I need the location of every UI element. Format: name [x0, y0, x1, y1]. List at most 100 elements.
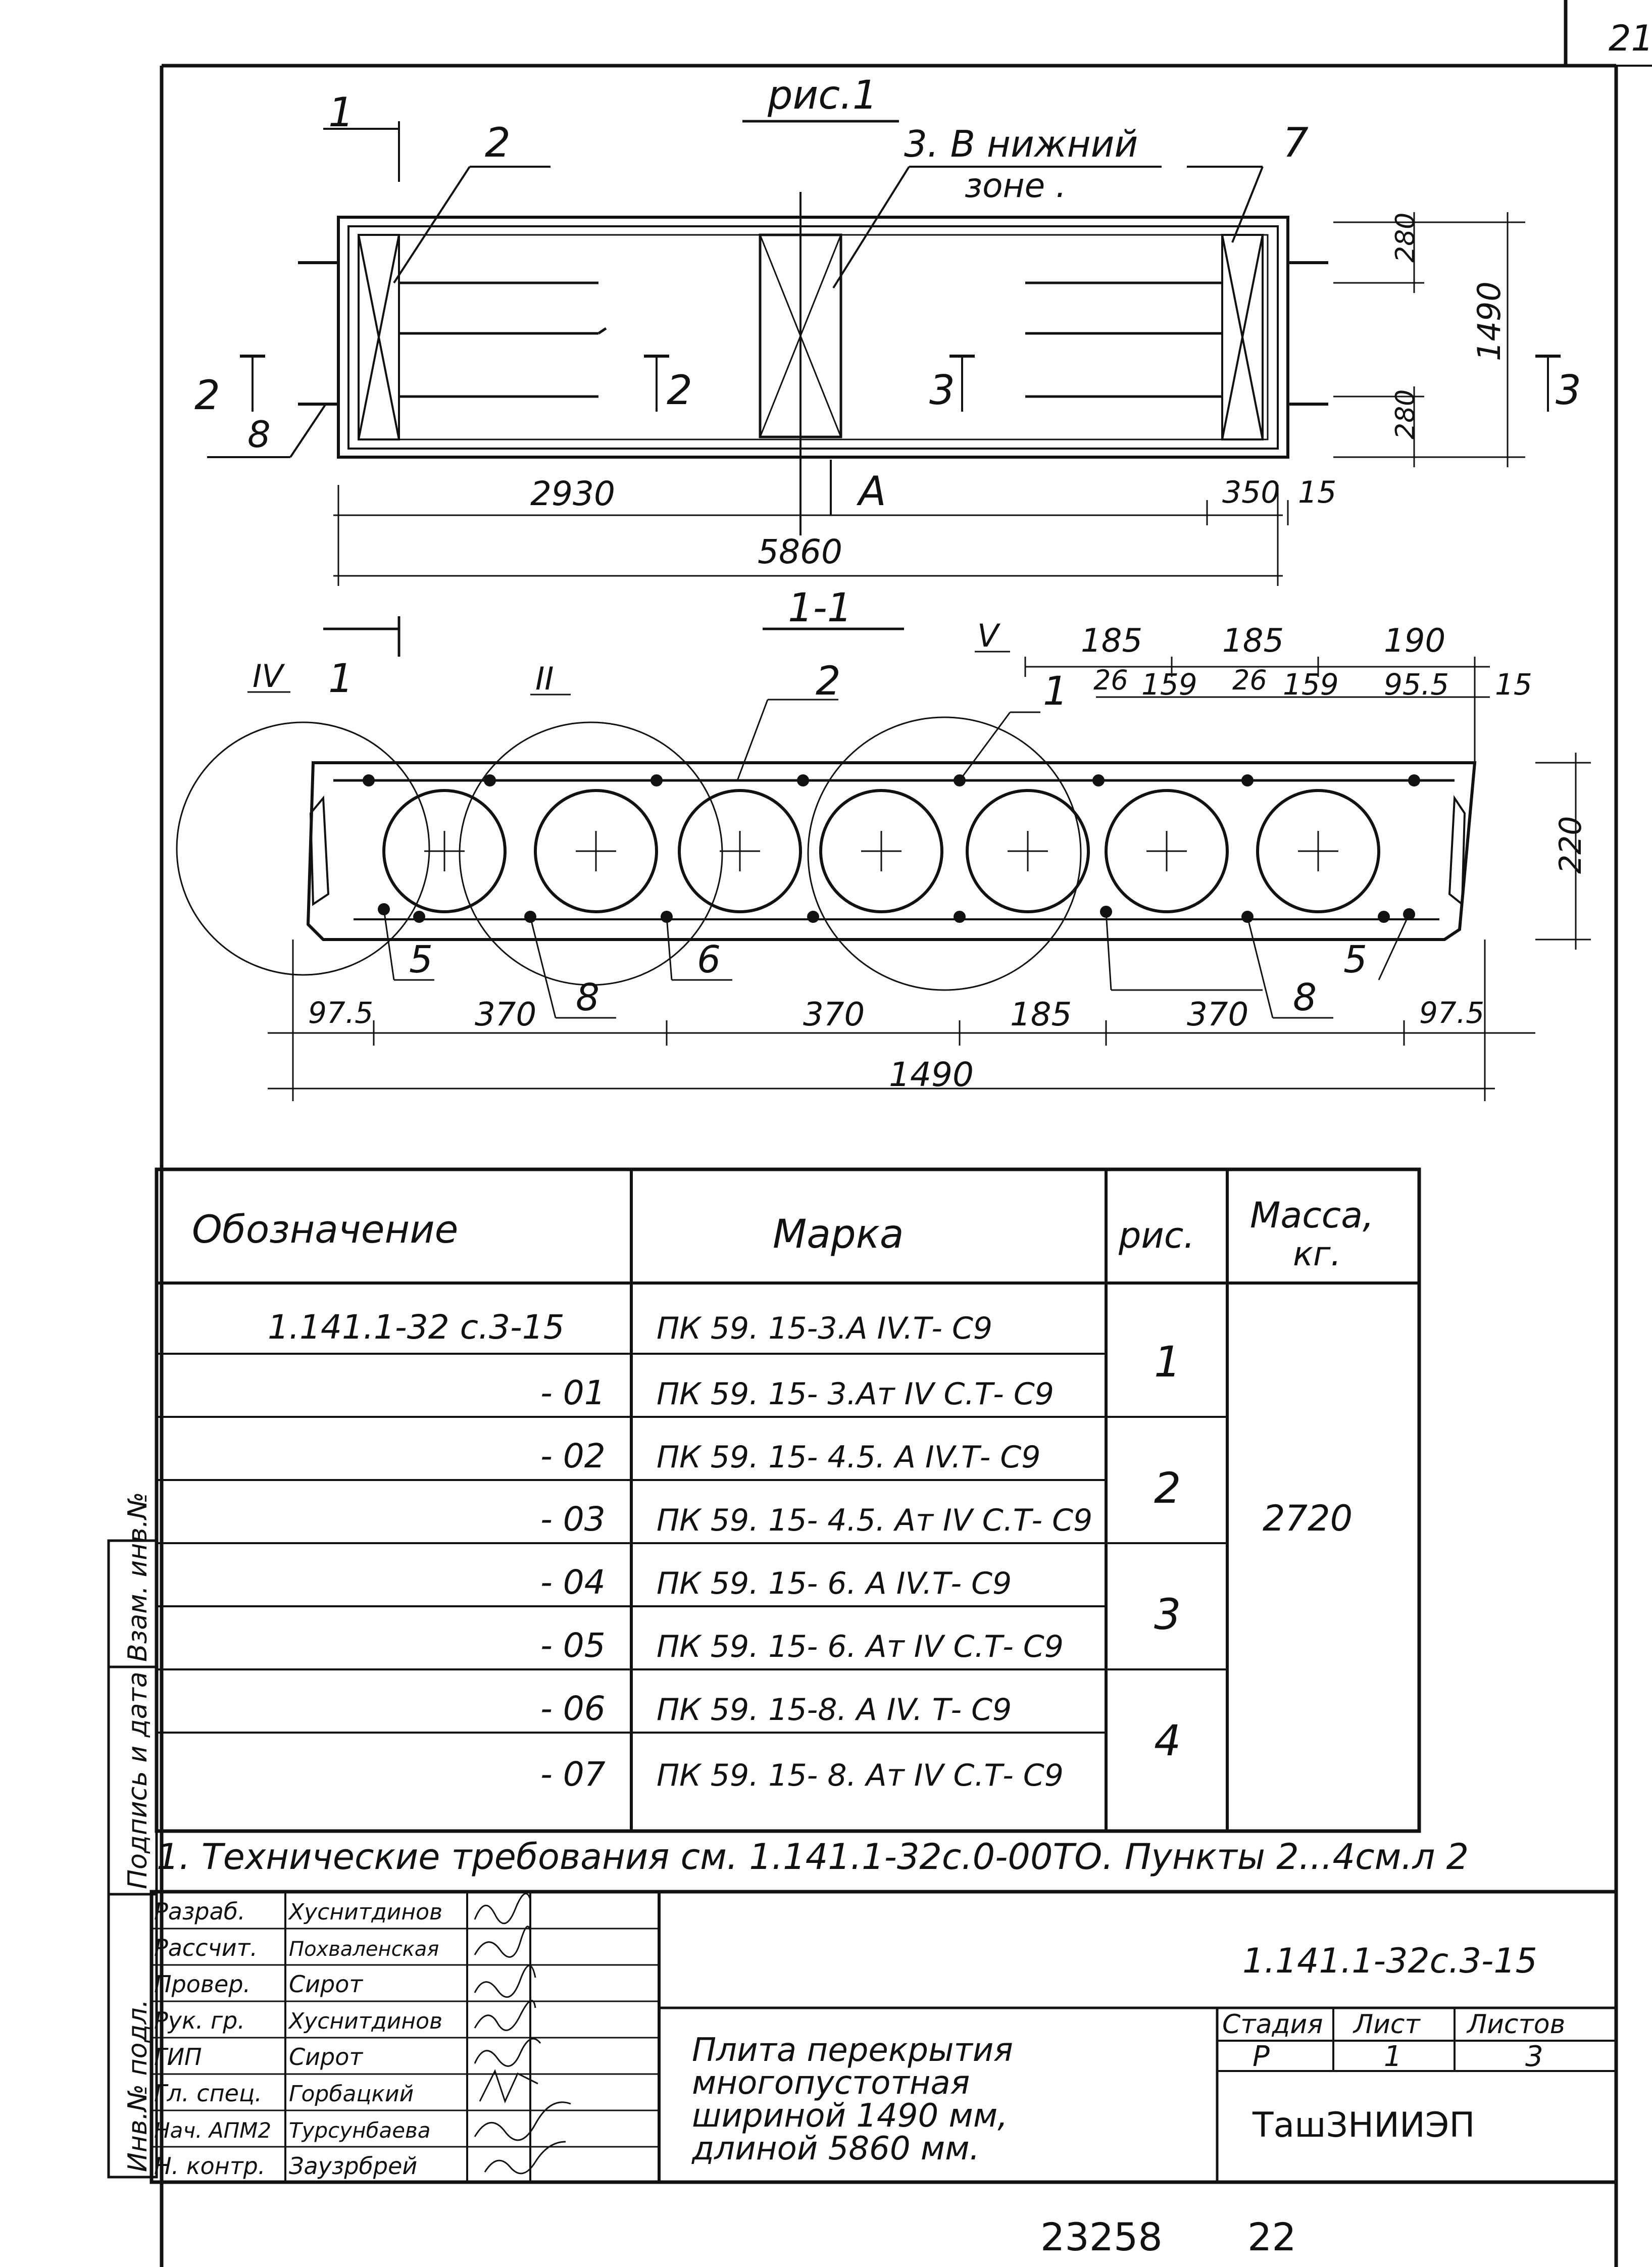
name-1: Похваленская	[289, 1938, 439, 1961]
dim-370-c: 370	[1187, 996, 1248, 1033]
footer-number: 23258	[1040, 2214, 1163, 2259]
header-mass: Масса,	[1250, 1195, 1374, 1236]
header-fig: рис.	[1118, 1215, 1195, 1256]
role-3: Рук. гр.	[154, 2007, 245, 2034]
dim-280-top: 280	[1390, 213, 1421, 263]
callout-8-right: 8	[1293, 976, 1317, 1019]
callout-3: 3. В нижний	[904, 123, 1138, 165]
callout-6: 6	[697, 938, 721, 981]
row-7-mark: ПК 59. 15- 8. Ат IV С.Т- С9	[657, 1758, 1064, 1793]
sheet-number: 21	[1609, 18, 1652, 59]
voids	[382, 789, 1380, 913]
title-line-3: шириной 1490 мм,	[692, 2097, 1008, 2135]
callout-1: 1	[328, 89, 354, 136]
callout-section-2-right: 2	[667, 367, 692, 414]
name-4: Сирот	[289, 2043, 363, 2071]
dim-1490-section: 1490	[889, 1055, 974, 1094]
row-6-mark: ПК 59. 15-8. А IV. Т- С9	[657, 1692, 1012, 1728]
role-2: Провер.	[154, 1970, 251, 1998]
title-line-2: многопустотная	[692, 2064, 970, 2102]
mass-value: 2720	[1263, 1498, 1353, 1539]
callout-A: A	[856, 468, 886, 515]
name-2: Сирот	[289, 1970, 363, 1998]
dim-2930: 2930	[530, 474, 615, 513]
dim-159-a: 159	[1141, 667, 1197, 702]
role-6: Нач. АПМ2	[154, 2118, 271, 2143]
row-3-mark: ПК 59. 15- 4.5. Ат IV С.Т- С9	[657, 1503, 1092, 1538]
fig-2: 2	[1154, 1463, 1181, 1513]
footer-page: 22	[1247, 2214, 1296, 2259]
row-4-mark: ПК 59. 15- 6. А IV.Т- С9	[657, 1566, 1012, 1601]
callout-5-right: 5	[1343, 938, 1367, 981]
dim-15: 15	[1298, 475, 1336, 510]
dim-220: 220	[1553, 816, 1588, 874]
row-0-mark: ПК 59. 15-3.А IV.Т- С9	[657, 1311, 992, 1346]
header-mass-unit: кг.	[1293, 1235, 1341, 1273]
callout-IV: IV	[253, 658, 285, 695]
organization: ТашЗНИИЭП	[1252, 2105, 1475, 2145]
fig-1: 1	[1154, 1337, 1181, 1387]
dim-370-b: 370	[803, 996, 865, 1033]
title-block	[149, 1890, 1618, 2184]
row-1-mark: ПК 59. 15- 3.Ат IV С.Т- С9	[657, 1376, 1054, 1412]
title-line-1: Плита перекрытия	[692, 2032, 1013, 2069]
name-0: Хуснитдинов	[288, 1899, 442, 1925]
name-5: Горбацкий	[289, 2081, 414, 2107]
name-7: Заузрбрей	[289, 2152, 417, 2180]
row-2-mark: ПК 59. 15- 4.5. А IV.Т- С9	[657, 1440, 1040, 1475]
dim-185-a: 185	[1081, 622, 1142, 660]
callout-section-3-right: 3	[1556, 367, 1581, 414]
dim-5860: 5860	[758, 532, 842, 571]
sheets-label: Листов	[1466, 2009, 1565, 2040]
dim-26-a: 26	[1093, 664, 1128, 696]
header-designation: Обозначение	[192, 1207, 458, 1252]
row-5-designation: - 05	[540, 1626, 606, 1665]
callout-1-left: 1	[328, 656, 354, 702]
row-7-designation: - 07	[540, 1755, 606, 1794]
callout-8-left: 8	[576, 976, 599, 1019]
stage-value: Р	[1253, 2040, 1270, 2073]
role-1: Рассчит.	[154, 1934, 258, 1961]
row-5-mark: ПК 59. 15- 6. Ат IV С.Т- С9	[657, 1629, 1064, 1664]
callout-8: 8	[247, 413, 271, 456]
row-1-designation: - 01	[540, 1373, 606, 1412]
sheets-value: 3	[1525, 2040, 1543, 2073]
signatures	[474, 1893, 571, 2175]
fig-4: 4	[1154, 1716, 1181, 1765]
side-strip	[107, 1539, 158, 2179]
callout-V: V	[977, 617, 1001, 654]
role-4: ГИП	[154, 2043, 202, 2071]
title-line-4: длиной 5860 мм.	[691, 2130, 980, 2167]
row-2-designation: - 02	[540, 1437, 606, 1475]
callout-section-3-left: 3	[929, 367, 955, 414]
name-6: Турсунбаева	[289, 2118, 431, 2143]
dim-97-5-left: 97.5	[308, 996, 373, 1030]
figure-title: рис.1	[767, 73, 878, 118]
figure-plan-view: рис.1	[194, 73, 1581, 657]
document-code: 1.141.1-32с.3-15	[1242, 1941, 1537, 1981]
side-label-replace: Взам. инв.№	[123, 1492, 153, 1662]
header-mark: Марка	[773, 1212, 904, 1257]
section-1-1: 1-1	[176, 585, 1591, 1101]
dim-26-b: 26	[1232, 664, 1267, 696]
callout-5-left: 5	[409, 938, 433, 981]
callout-1-right: 1	[1043, 669, 1068, 714]
sheet-label: Лист	[1353, 2009, 1421, 2040]
dim-95-5: 95.5	[1384, 667, 1449, 702]
dim-190: 190	[1384, 622, 1445, 660]
dim-1490-plan: 1490	[1471, 281, 1508, 361]
sheet-value: 1	[1384, 2040, 1402, 2073]
dim-97-5-right: 97.5	[1419, 996, 1484, 1030]
callout-section-2-left: 2	[194, 372, 220, 419]
dim-280-bottom: 280	[1390, 389, 1421, 439]
dim-185-b: 185	[1222, 622, 1284, 660]
row-3-designation: - 03	[540, 1500, 606, 1539]
dim-370-a: 370	[475, 996, 536, 1033]
dim-15-section: 15	[1495, 667, 1532, 702]
callout-3-zone: зоне .	[965, 166, 1066, 205]
side-label-inventory: Инв.№ подл.	[123, 1999, 153, 2172]
dim-350: 350	[1222, 475, 1280, 510]
fig-3: 3	[1154, 1590, 1181, 1639]
side-label-sign: Подпись и дата	[123, 1671, 153, 1889]
